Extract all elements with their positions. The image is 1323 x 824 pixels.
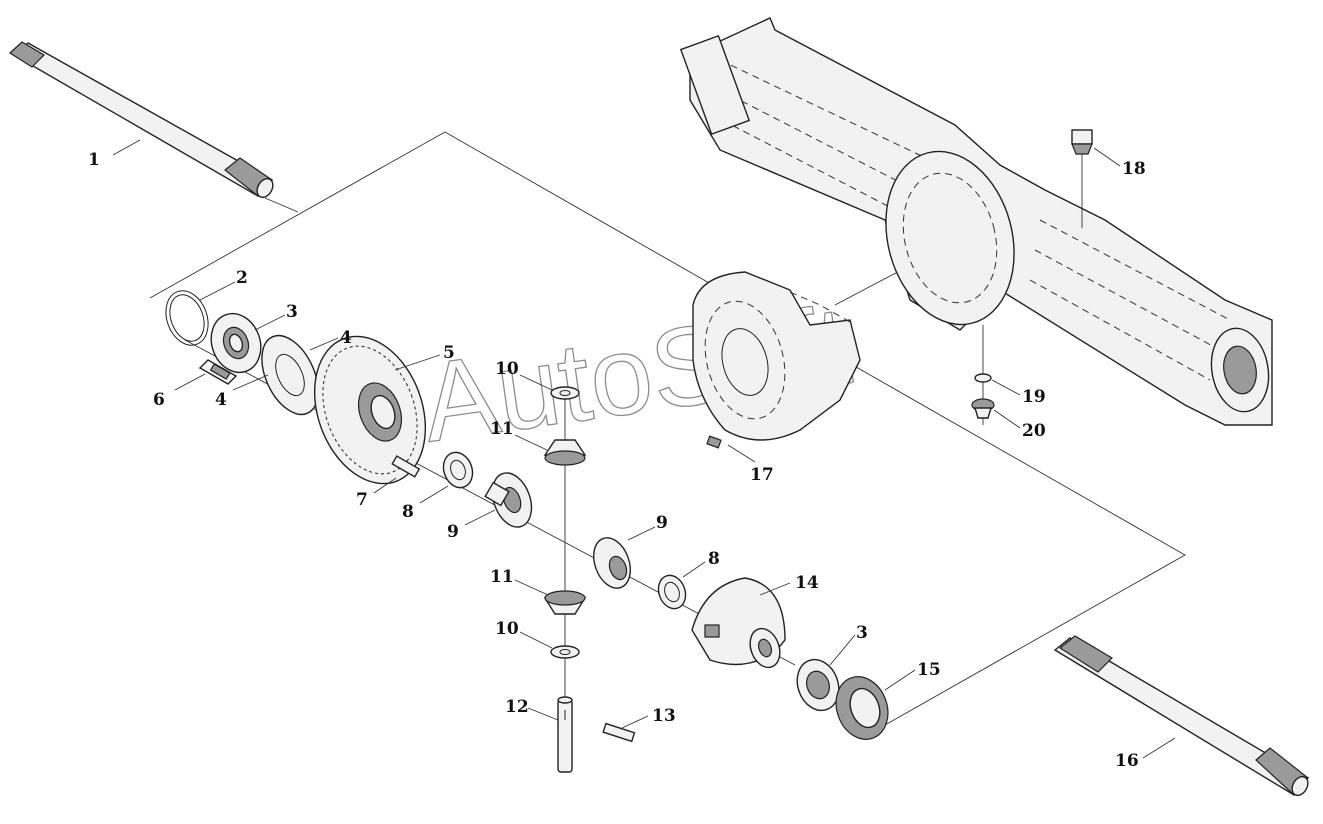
callout-14: 14: [795, 573, 819, 593]
differential-case: [691, 577, 786, 669]
callout-4b: 4: [215, 390, 227, 410]
callout-10: 10: [495, 359, 519, 379]
leader-19: [991, 379, 1021, 396]
thrust-washer-bottom-hole: [559, 649, 571, 655]
leader-10a: [519, 374, 553, 391]
leader-11a: [514, 434, 548, 451]
side-gear-left: [484, 472, 533, 528]
callout-2: 2: [236, 268, 248, 288]
callout-20: 20: [1022, 421, 1046, 441]
leader-6: [174, 373, 206, 391]
leader-12: [527, 707, 559, 721]
oil-seal: [835, 676, 889, 740]
callout-7: 7: [356, 490, 368, 510]
bearing-right: [796, 658, 840, 712]
callout-9: 9: [447, 522, 459, 542]
washer-left-hole: [450, 459, 466, 481]
thrust-washer-bottom: [550, 645, 580, 659]
leader-2: [199, 281, 236, 301]
leader-20: [993, 409, 1021, 429]
side-gear-right: [593, 537, 631, 589]
snap-ring-inner: [169, 294, 205, 342]
axle-shaft-left: [9, 41, 274, 199]
callout-6: 6: [153, 390, 165, 410]
bearing-left: [210, 312, 262, 374]
leader-4b: [232, 374, 269, 391]
callout-8: 8: [402, 502, 414, 522]
leader-8b: [682, 561, 706, 578]
leader-4a: [309, 337, 339, 351]
thrust-washer-top: [550, 386, 580, 400]
snap-ring: [165, 290, 209, 346]
callout-3b: 3: [856, 623, 868, 643]
leader-15: [884, 669, 916, 691]
callout-19: 19: [1022, 387, 1046, 407]
leader-1: [112, 139, 141, 156]
pinion-gear-top: [543, 439, 587, 466]
callout-9b: 9: [656, 513, 668, 533]
leader-9a: [464, 509, 496, 526]
callout-3: 3: [286, 302, 298, 322]
callout-1: 1: [88, 150, 100, 170]
leader-3b: [829, 634, 856, 666]
callout-16: 16: [1115, 751, 1139, 771]
leader-14: [759, 582, 791, 596]
leader-10b: [519, 631, 553, 649]
bevel-ring-gear: [313, 335, 427, 485]
washer-left: [442, 451, 474, 489]
callout-10b: 10: [495, 619, 519, 639]
callout-15: 15: [917, 660, 941, 680]
leader-11b: [514, 579, 549, 596]
callout-18: 18: [1122, 159, 1146, 179]
leader-18: [1093, 147, 1121, 167]
callout-8b: 8: [708, 549, 720, 569]
washer-right-hole: [664, 581, 680, 603]
bolt: [198, 359, 238, 385]
leader-16: [1142, 737, 1176, 759]
axle-housing: [679, 17, 1273, 426]
leader-9b: [627, 526, 656, 541]
callout-12: 12: [505, 697, 529, 717]
leader-3: [254, 314, 286, 331]
axle-shaft-right: [1053, 635, 1310, 797]
lock-pin: [602, 722, 636, 743]
leader-8a: [419, 485, 449, 504]
callout-17: 17: [750, 465, 774, 485]
pin: [391, 455, 421, 478]
filler-plug: [1071, 129, 1093, 155]
pinion-gear-bottom: [543, 590, 587, 615]
drain-plug: [971, 398, 995, 419]
drive-housing: [692, 271, 861, 449]
shaft-link-line: [264, 197, 299, 213]
callout-13: 13: [652, 706, 676, 726]
washer-right: [657, 574, 687, 610]
leader-13: [621, 715, 649, 729]
leader-5: [394, 354, 441, 371]
thrust-washer-top-hole: [559, 390, 571, 396]
drain-washer: [974, 373, 992, 383]
cross-shaft: [557, 696, 573, 773]
shim-plate-hole: [275, 353, 305, 397]
leader-17: [727, 444, 756, 463]
callout-4: 4: [340, 328, 352, 348]
callout-11: 11: [490, 419, 514, 439]
callout-5: 5: [443, 343, 455, 363]
shim-plate: [261, 334, 319, 416]
callout-11b: 11: [490, 567, 514, 587]
leader-7: [373, 477, 397, 494]
